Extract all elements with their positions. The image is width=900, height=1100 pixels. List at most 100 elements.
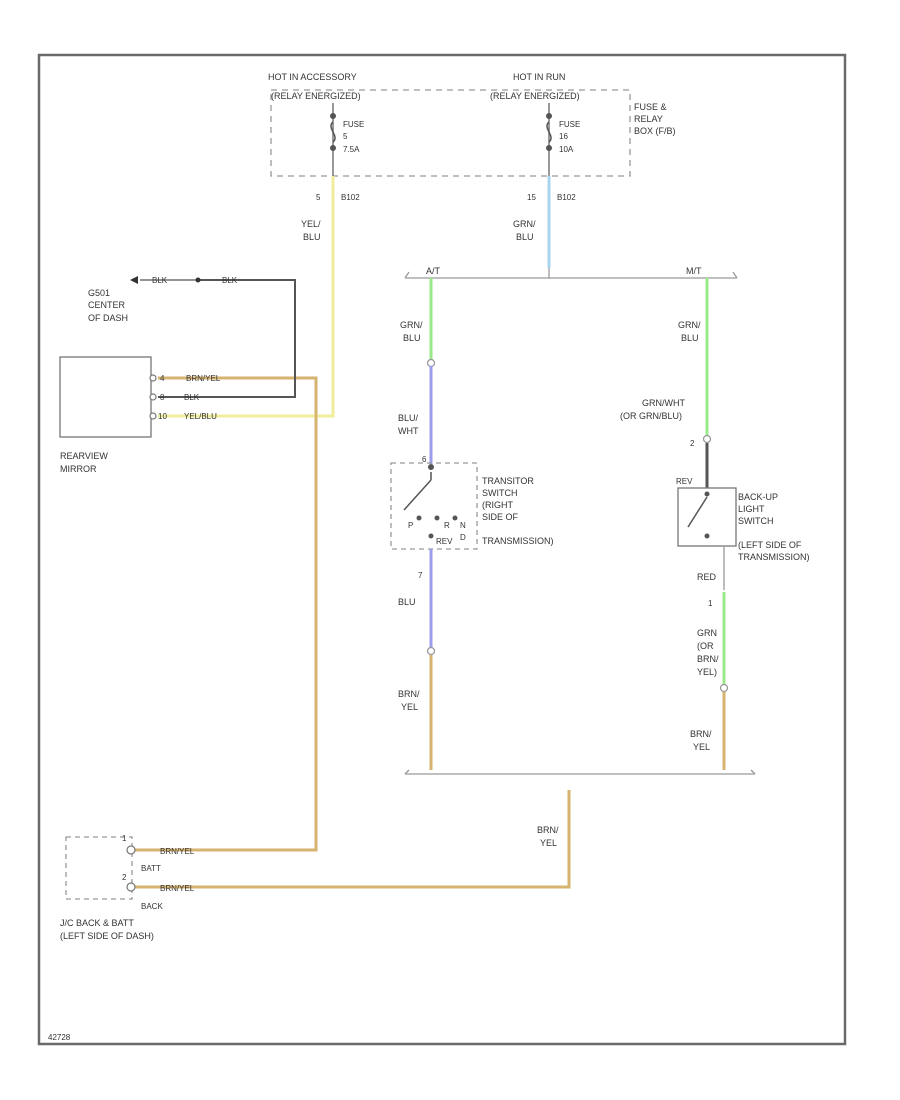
wire-grn-blu-at-label-1: GRN/ [400, 320, 423, 330]
branch-mt-label: M/T [686, 266, 702, 276]
mirror-pin-10: 10 [158, 412, 167, 421]
wire-blu-wht-label-2: WHT [398, 426, 419, 436]
wire-grn-or-label-4: YEL) [697, 667, 717, 677]
hot-run-label: HOT IN RUN [513, 72, 565, 82]
at-mt-branch: A/T M/T [404, 266, 738, 279]
hot-run-sub-label: (RELAY ENERGIZED) [490, 91, 580, 101]
wire-brn-yel-mirror [134, 376, 318, 852]
connector-mt-2 [719, 683, 729, 693]
transitor-rev: REV [436, 537, 453, 546]
fuse-relay-box: HOT IN ACCESSORY (RELAY ENERGIZED) HOT I… [268, 72, 676, 202]
transitor-contact-r: R [444, 521, 450, 530]
mirror-wire-yel-blu: YEL/BLU [184, 412, 217, 421]
transitor-contact-n: N [460, 521, 466, 530]
wire-grn-blu-mt-label-1: GRN/ [678, 320, 701, 330]
jc-label-1: J/C BACK & BATT [60, 918, 134, 928]
jc-pin-top: 1 [122, 834, 127, 843]
hot-accessory-sub-label: (RELAY ENERGIZED) [271, 91, 361, 101]
wire-blu-label: BLU [398, 597, 416, 607]
wire-brn-yel-right-label-2: YEL [693, 742, 710, 752]
transitor-switch-pin-top: 6 [422, 455, 427, 464]
fuse-left-label: FUSE [343, 120, 364, 129]
fuse-right-number: 16 [559, 132, 568, 141]
wire-grn-wht-label-1: GRN/WHT [642, 398, 685, 408]
fuse-right-label: FUSE [559, 120, 580, 129]
jc-top-term: BATT [141, 864, 161, 873]
fuse-right-connector: B102 [557, 193, 576, 202]
jc-bottom-wire: BRN/YEL [160, 884, 195, 893]
backup-switch-label-2: LIGHT [738, 504, 765, 514]
jc-label-2: (LEFT SIDE OF DASH) [60, 931, 154, 941]
backup-switch-sub: REV [676, 477, 693, 486]
rearview-mirror: 4 8 10 BRN/YEL BLK YEL/BLU REARVIEW MIRR… [59, 356, 221, 474]
fuse-left: FUSE 5 7.5A [330, 103, 364, 176]
join-bar [404, 769, 756, 775]
connector-at-2 [426, 646, 436, 656]
backup-switch-label-4: (LEFT SIDE OF [738, 540, 802, 550]
fuse-left-connector: B102 [341, 193, 360, 202]
ground: BLK BLK G501 CENTER OF DASH [88, 276, 296, 398]
mirror-label-1: REARVIEW [60, 451, 108, 461]
wire-brn-yel-left-label-2: YEL [401, 702, 418, 712]
wire-yel-blu [158, 176, 335, 418]
wire-grn-blu-top-label-1: GRN/ [513, 219, 536, 229]
mirror-wire-blk: BLK [184, 393, 200, 402]
backup-switch-label-1: BACK-UP [738, 492, 778, 502]
wire-blu-wht-label-1: BLU/ [398, 413, 419, 423]
mirror-wire-brn-yel: BRN/YEL [186, 374, 221, 383]
ground-blk-label-1: BLK [152, 276, 168, 285]
jc-bottom-term: BACK [141, 902, 163, 911]
fuse-left-rating: 7.5A [343, 145, 360, 154]
backup-light-switch: REV BACK-UP LIGHT SWITCH (LEFT SIDE OF T… [676, 477, 810, 562]
wire-grn-blu-top-label-2: BLU [516, 232, 534, 242]
wire-grn-blu-at-label-2: BLU [403, 333, 421, 343]
mirror-pin-8: 8 [160, 393, 165, 402]
wire-yel-blu-label-2: BLU [303, 232, 321, 242]
connector-mt-1 [702, 434, 712, 444]
transitor-switch: 6 P R N D REV TRANSITOR SWITCH (RIGHT SI… [390, 455, 554, 550]
wire-grn-or-label-2: (OR [697, 641, 714, 651]
wire-brn-yel-bottom-label-1: BRN/ [537, 825, 559, 835]
wire-brn-yel-bottom [134, 790, 571, 889]
fuse-box-label-1: FUSE & [634, 102, 667, 112]
mirror-pin-4: 4 [160, 374, 165, 383]
ground-label-2: CENTER [88, 300, 126, 310]
wire-grn-or-label-1: GRN [697, 628, 717, 638]
fuse-right-rating: 10A [559, 145, 574, 154]
wire-red-label: RED [697, 572, 717, 582]
jc-top-wire: BRN/YEL [160, 847, 195, 856]
connector-at-1 [426, 358, 436, 368]
transitor-label-4: SIDE OF [482, 512, 519, 522]
ground-label-3: OF DASH [88, 313, 128, 323]
transitor-contact-p: P [408, 521, 413, 530]
wire-grn-blu-mt-label-2: BLU [681, 333, 699, 343]
ground-blk-label-2: BLK [222, 276, 238, 285]
diagram-frame [37, 53, 847, 1046]
jc-back-batt: 1 2 BRN/YEL BRN/YEL BATT BACK J/C BACK &… [60, 834, 195, 941]
branch-at-label: A/T [426, 266, 441, 276]
transitor-contact-d: D [460, 533, 466, 542]
ground-label-1: G501 [88, 288, 110, 298]
transitor-label-2: SWITCH [482, 488, 518, 498]
wire-yel-blu-label-1: YEL/ [301, 219, 321, 229]
fuse-left-number: 5 [343, 132, 348, 141]
backup-switch-label-5: TRANSMISSION) [738, 552, 810, 562]
mirror-label-2: MIRROR [60, 464, 97, 474]
transitor-switch-pin-bottom: 7 [418, 571, 423, 580]
wire-brn-yel-right-label-1: BRN/ [690, 729, 712, 739]
wire-grn-wht-label-2: (OR GRN/BLU) [620, 411, 682, 421]
wire-brn-yel-bottom-label-2: YEL [540, 838, 557, 848]
jc-pin-bottom: 2 [122, 873, 127, 882]
wire-brn-yel-left-label-1: BRN/ [398, 689, 420, 699]
wire-grn-or-label-3: BRN/ [697, 654, 719, 664]
transitor-label-5: TRANSMISSION) [482, 536, 554, 546]
fuse-box-label-3: BOX (F/B) [634, 126, 676, 136]
fuse-right: FUSE 16 10A [546, 103, 580, 176]
transitor-label-1: TRANSITOR [482, 476, 534, 486]
fuse-box-label-2: RELAY [634, 114, 663, 124]
fuse-right-pin: 15 [527, 193, 536, 202]
hot-accessory-label: HOT IN ACCESSORY [268, 72, 357, 82]
transitor-label-3: (RIGHT [482, 500, 513, 510]
backup-switch-pin-bottom: 1 [708, 599, 713, 608]
